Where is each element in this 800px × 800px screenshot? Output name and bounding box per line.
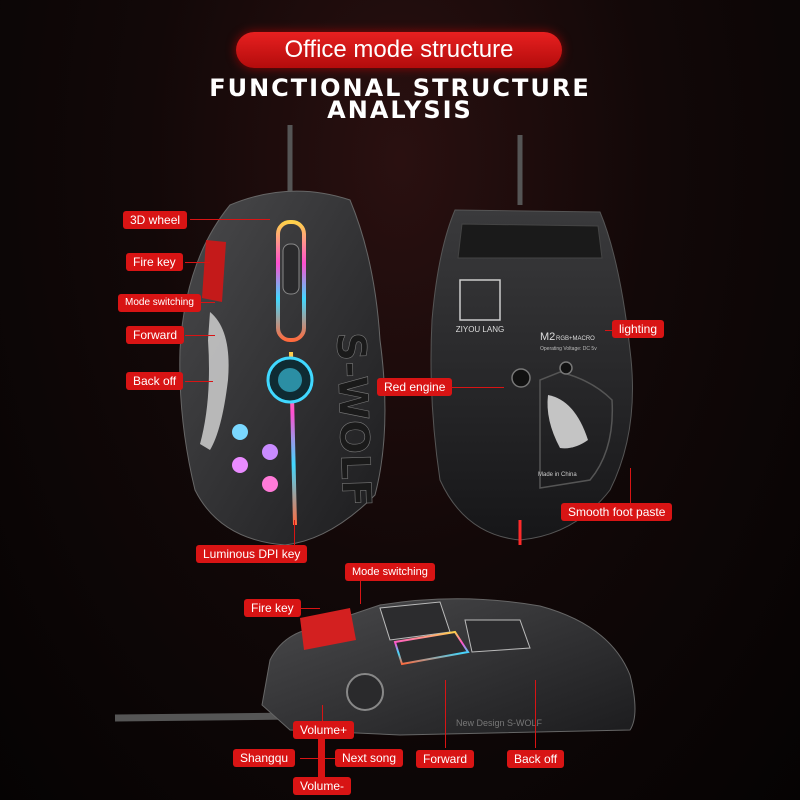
connector-line [185,381,213,382]
connector-line [294,520,295,545]
label-side-mode-switching: Mode switching [345,563,435,581]
connector-line [185,335,215,336]
label-mode-switching: Mode switching [118,294,201,312]
side-buttons-chrome [200,312,229,450]
wolf-print [547,395,588,449]
section-banner: Office mode structure [236,32,562,68]
label-luminous-dpi-key: Luminous DPI key [196,545,308,563]
label-side-back-off: Back off [507,750,565,768]
page-title-line1: FUNCTIONAL STRUCTURE [209,74,591,102]
label-lighting: lighting [612,320,665,338]
label-3d-wheel: 3D wheel [123,211,188,229]
connector-line [630,468,631,508]
voltage-text: Operating Voltage: DC 5v [540,346,597,352]
label-smooth-foot-paste: Smooth foot paste [561,503,673,521]
label-side-forward: Forward [416,750,475,768]
side-view-mouse: New Design S-WOLF [261,598,636,736]
label-shangqu: Shangqu [233,749,296,767]
label-fire-key: Fire key [126,253,183,271]
connector-line [444,387,504,388]
plus-vertical-bar [318,735,325,785]
label-red-engine: Red engine [377,378,453,396]
fire-key-part [202,240,226,302]
label-volume-down: Volume- [293,777,352,795]
connector-line [300,608,320,609]
connector-line [190,219,270,220]
brand-text: ZIYOU LANG [456,325,504,334]
side-mouse-cable [114,712,296,722]
connector-line [605,330,615,331]
connector-line [322,705,323,729]
label-back-off: Back off [126,372,184,390]
connector-line [535,680,536,748]
side-fire-key [300,608,356,650]
model-text: M2 [540,331,555,343]
side-volume-wheel [346,673,384,711]
connector-line [190,302,215,303]
connector-line [445,680,446,748]
label-side-fire-key: Fire key [244,599,301,617]
mouse-logo-text: S-WOLF [327,332,379,508]
page-title-line2: ANALYSIS [327,96,473,124]
model-sub-text: RGB+MACRO [556,336,595,342]
label-forward: Forward [126,326,185,344]
bottom-view-mouse: ZIYOU LANG M2 RGB+MACRO Operating Voltag… [430,209,633,545]
brand-logo-box [459,279,501,321]
sensor [511,368,531,388]
top-view-mouse: S-WOLF [179,190,386,546]
side-print-text: New Design S-WOLF [456,718,543,728]
connector-line [185,262,210,263]
scroll-wheel [282,243,300,295]
connector-line [360,580,361,604]
origin-text: Made in China [538,472,577,478]
label-next-song: Next song [335,749,404,767]
label-volume-up: Volume+ [293,721,355,739]
